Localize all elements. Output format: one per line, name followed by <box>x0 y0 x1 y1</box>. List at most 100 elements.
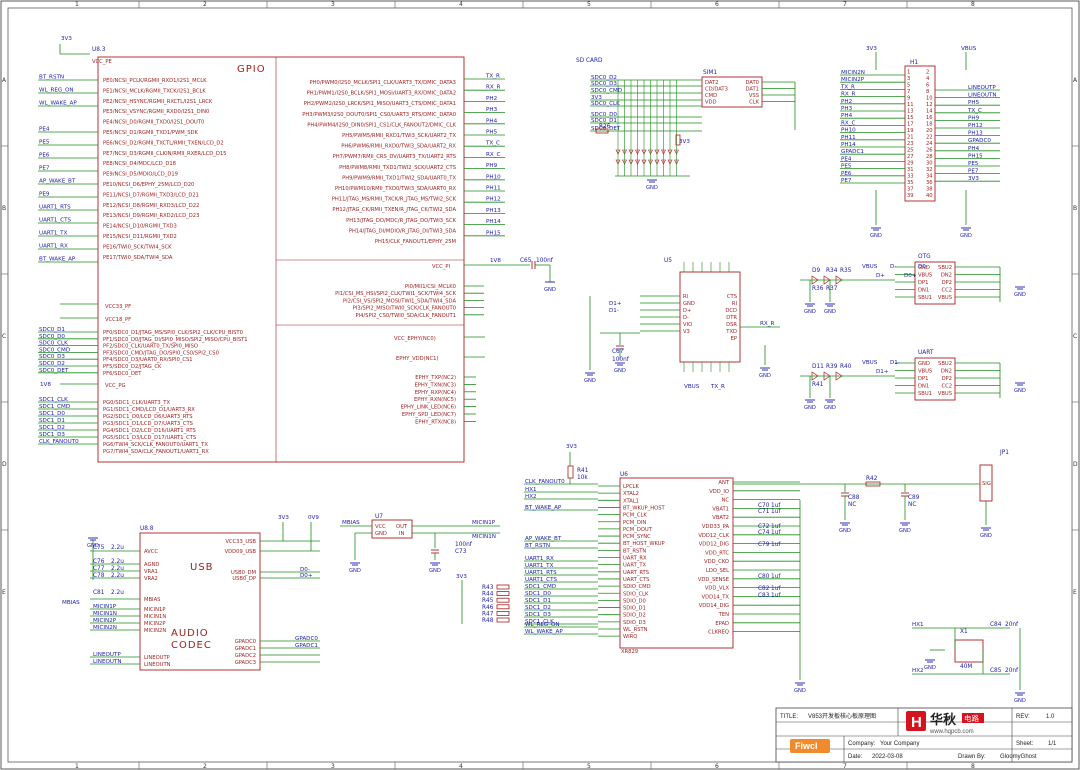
u5-left-pin: D+ <box>683 308 691 314</box>
sheet-label: Sheet: <box>1016 741 1034 747</box>
h1-right-net: TX_C <box>967 108 982 114</box>
xr829-left-net: BT_WAKE_AP <box>525 505 562 511</box>
h1-right-net: GPADC0 <box>968 138 991 144</box>
h1-left-power: 3V3 <box>866 46 877 52</box>
r26-ref: R26 <box>599 124 611 130</box>
tvs-diode <box>615 149 621 155</box>
uart_conn-net: D1- <box>890 360 900 366</box>
h1-pin-number: 22 <box>926 135 933 141</box>
xr829-right-pin: EPAD <box>715 621 729 627</box>
usb-audio-cap-ref: C75 <box>93 545 105 551</box>
otg-part-ref: D9 <box>812 268 820 274</box>
otg-net: D0+ <box>904 273 917 279</box>
h1-pin-number: 32 <box>926 167 933 173</box>
xr829-cap-value: 1uf <box>771 574 781 580</box>
ground-label: GND <box>759 373 771 379</box>
resistor <box>496 597 510 603</box>
xr829-left-net: SDC1_D3 <box>525 612 551 618</box>
xr829-block: U6 XR829 LPCLKXTAL2XTAL1BT_WKUP_HOSTPCM_… <box>456 444 806 694</box>
c67-value: 100nf <box>612 357 630 363</box>
ephy-pin-label: EPHY_TXP(NC2) <box>415 375 456 381</box>
sd-card-block: SD CARD SIM1 DAT2CD/DAT3CMDVDDDAT0DAT1VS… <box>576 58 796 191</box>
h1-pin-number: 5 <box>907 83 910 89</box>
xr829-res-ref: R48 <box>482 618 494 624</box>
h1-pin-number: 35 <box>907 180 914 186</box>
sd-net-label: SDC0_D0 <box>591 112 617 118</box>
xr829-left-pin: XTAL2 <box>623 491 639 497</box>
pf-net-label: SDC0_CMD <box>39 347 70 353</box>
otg-pin: VBUS <box>918 273 932 279</box>
ephy-pin-label: EPHY_RXN(NC5) <box>414 397 456 403</box>
gpio-right-pin-label: PH6/PWM6/RMII_RXD0/TWI3_SDA/UART2_RX <box>341 144 456 150</box>
otg-pin: SBU2 <box>938 265 952 271</box>
sim1-right-pin: VSS <box>749 93 759 99</box>
drawn-value: GloomyGhost <box>1000 754 1037 760</box>
h1-pin-number: 34 <box>926 174 933 180</box>
ground-label: GND <box>804 405 816 411</box>
u7-micin1p-net: MICIN1P <box>472 520 496 526</box>
u5-ref: U5 <box>664 258 672 264</box>
u7-mbias-net: MBIAS <box>342 520 360 526</box>
pi-pin-label: PI3/SPI2_MISO/TWI0_SCK/CLK_FANOUT0 <box>353 306 456 312</box>
h1-pin-number: 38 <box>926 187 933 193</box>
gpio-left-pin-label: PE14/NCSI_D10/RGMII_TXD3 <box>103 224 177 230</box>
xr829-left-net: SDC1_CLK <box>525 619 554 625</box>
u6-ref: U6 <box>620 472 628 478</box>
h1-pin-number: 3 <box>907 76 910 82</box>
pg-net-label: SDC1_D2 <box>39 425 65 431</box>
pf-pin-label: PF6/SDC0_DET <box>103 371 142 377</box>
xr829-right-pin: VDD33_PA <box>702 524 730 530</box>
date-label: Date: <box>848 754 863 760</box>
h1-pin-number: 20 <box>926 128 933 134</box>
otg-part-ref: R35 <box>840 268 852 274</box>
sd-tvs-array: GND <box>615 80 690 191</box>
date-value: 2022-03-08 <box>872 754 903 760</box>
uart_conn-pin: DN1 <box>918 384 929 390</box>
ground-label: GND <box>1014 388 1026 394</box>
otg-pin: SBU1 <box>918 295 932 301</box>
uart_conn-pin: VBUS <box>918 369 932 375</box>
xr829-right-pin: VDD_VLX <box>705 586 730 592</box>
gpio-power-net: 3V3 <box>61 36 72 42</box>
gpio-left-net-label: PE7 <box>39 166 50 172</box>
antenna-cap-value: NC <box>908 502 916 508</box>
vdd09-usb-net: 0V9 <box>308 515 319 521</box>
otg-body <box>914 261 956 305</box>
row-marker: A <box>2 77 7 84</box>
u7-ref: U7 <box>375 514 383 520</box>
xr829-cap-value: 1uf <box>771 503 781 509</box>
small-logo-text: Fiwcl <box>795 741 818 751</box>
small-logo: Fiwcl <box>790 739 830 753</box>
gpio-left-pin-label: PE12/NCSI_D8/RGMII_RXD3/LCD_D22 <box>103 203 199 209</box>
h1-left-net: PH14 <box>841 142 856 148</box>
gpio-right-pin-label: PH15/CLK_FANOUT1/EPHY_25M <box>375 239 456 245</box>
micin1n-net: MICIN1N <box>93 611 117 617</box>
gpio-right-pin-label: PH14/JTAG_DI/MDIO/R_JTAG_DI/TWI3_SDA <box>349 228 457 234</box>
ephy-pin-label: EPHY_RXP(NC4) <box>415 390 456 396</box>
pi-pin-label: PI2/CSI_VS/SPI2_MOSI/TWI1_SDA/TWI4_SDA <box>343 298 456 304</box>
gpio-right-net-label: PH15 <box>486 230 501 236</box>
audio-title-1: AUDIO <box>171 628 209 639</box>
column-marker: 2 <box>203 763 207 770</box>
h1-pin-number: 16 <box>926 115 933 121</box>
ephy-pin-label: EPHY_RTX(NC8) <box>415 419 456 425</box>
uart_conn-pin: GND <box>918 361 930 367</box>
usb-audio-cap-value: 2.2u <box>111 559 124 565</box>
vcc-pg-net: 1V8 <box>40 382 51 388</box>
h1-pin-number: 29 <box>907 161 914 167</box>
sim1-left-pin: CMD <box>705 93 717 99</box>
sd-card-title: SD CARD <box>576 58 603 64</box>
pg-pin-label: PG6/TWI4_SCK/CLK_FANOUT0/UART1_TX <box>103 442 208 448</box>
pg-net-label: SDC1_CLK <box>39 397 68 403</box>
h1-right-net: PH13 <box>968 131 983 137</box>
column-marker: 4 <box>459 1 463 8</box>
gpio-right-pin-label: PH13/JTAG_DO/MDC/R_JTAG_DO/TWI3_SCK <box>346 218 456 224</box>
c84-ref: C84 <box>990 622 1002 628</box>
u5-left-pin: VIO <box>683 322 692 328</box>
pf-net-label: SDC0_D3 <box>39 354 65 360</box>
antenna-cap-value: NC <box>848 502 856 508</box>
resistor <box>567 465 574 479</box>
xr829-left-net: HX2 <box>525 494 537 500</box>
